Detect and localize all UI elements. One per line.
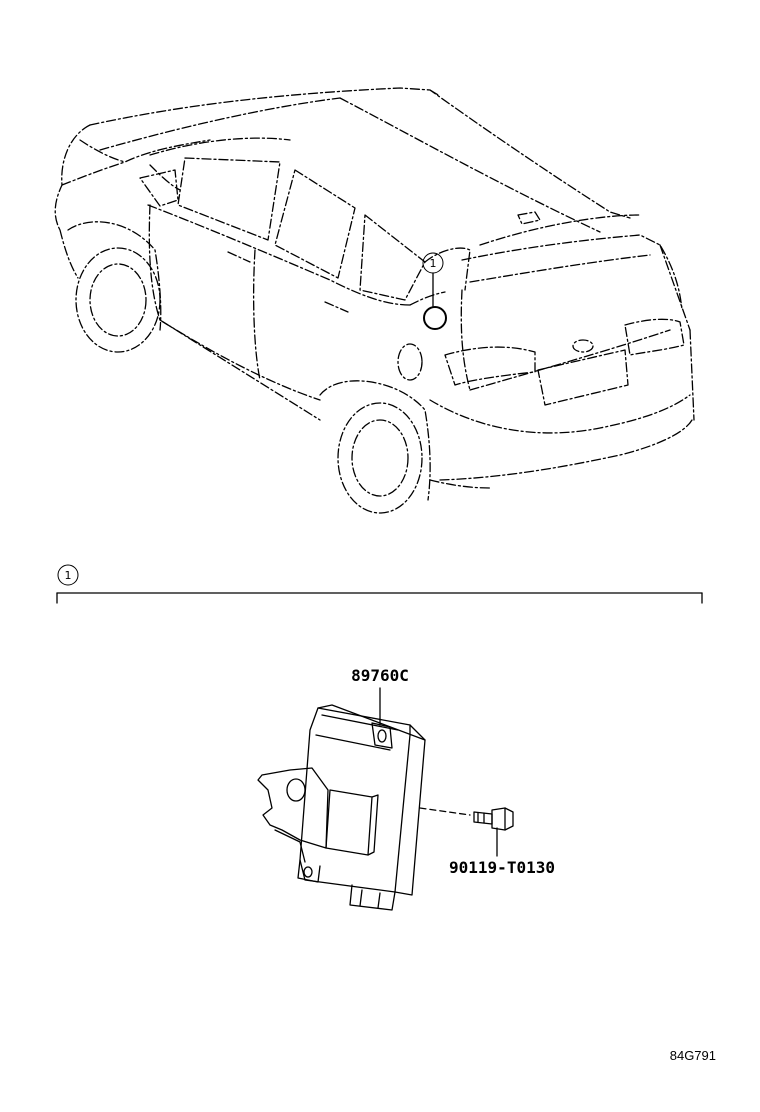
part-label-89760c: 89760C	[351, 666, 409, 685]
section-header: 1	[56, 564, 703, 604]
callout-number: 1	[430, 257, 437, 270]
vehicle-callout: 1	[422, 252, 447, 330]
bolt-drawing	[419, 807, 514, 831]
illustration-code: 84G791	[670, 1048, 716, 1063]
control-module-drawing	[257, 704, 426, 911]
section-callout-number: 1	[65, 569, 72, 582]
vehicle-illustration	[54, 87, 695, 514]
part-label-90119-t0130: 90119-T0130	[449, 858, 555, 877]
